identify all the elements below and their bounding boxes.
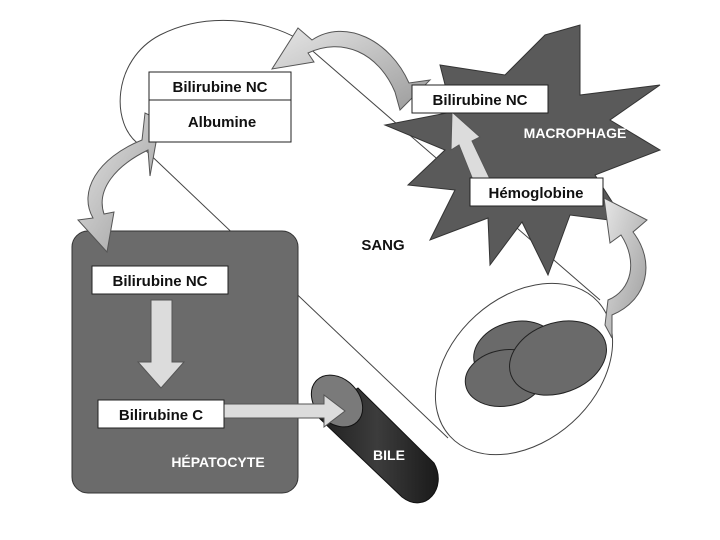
label-box-bilirubine-c: [97, 399, 225, 429]
label-bilirubine-c: Bilirubine C: [119, 407, 203, 424]
arrow-macrophage-to-albumine: [270, 27, 432, 111]
arrow-to-bile: [223, 393, 346, 429]
arrow-conjugation: [136, 299, 186, 389]
red-cell-3: [509, 320, 607, 396]
label-box-macrophage-bilirubine: [411, 84, 549, 114]
arrow-red-cells-to-macrophage: [603, 197, 648, 339]
label-bile: BILE: [373, 447, 405, 463]
label-box-albumine-complex: [148, 71, 292, 143]
label-albumine: Albumine: [188, 114, 256, 131]
arrow-albumine-to-hepatocyte: [76, 112, 161, 254]
label-box-hepatocyte-bilirubine: [91, 265, 229, 295]
label-hemoglobine: Hémoglobine: [488, 185, 583, 202]
label-bilirubine-nc-macrophage: Bilirubine NC: [432, 92, 527, 109]
red-blood-cells: [464, 320, 607, 407]
label-bilirubine-nc-albumine: Bilirubine NC: [172, 79, 267, 96]
label-sang: SANG: [361, 237, 404, 254]
label-bilirubine-nc-hepatocyte: Bilirubine NC: [112, 273, 207, 290]
label-hepatocyte: HÉPATOCYTE: [171, 454, 264, 470]
label-box-hemoglobine: [469, 177, 604, 207]
label-macrophage: MACROPHAGE: [524, 125, 627, 141]
